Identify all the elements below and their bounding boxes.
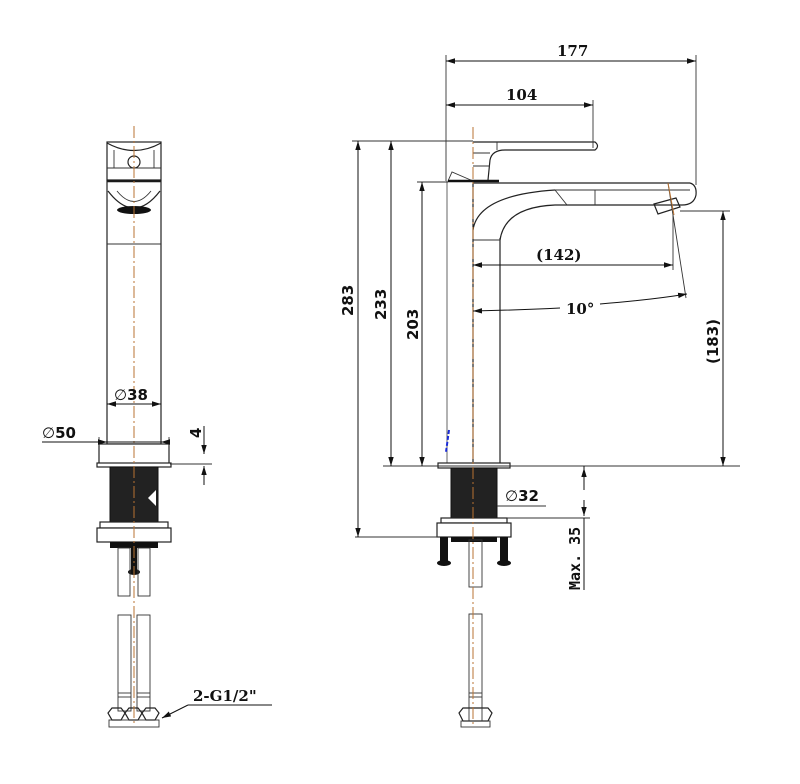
dimension-shank-diameter-32: ∅32 [497,487,546,507]
svg-text:2-G1/2": 2-G1/2" [193,687,257,705]
dimension-diameter-38: ∅38 [107,386,161,407]
side-view: 177 104 283 233 203 (142) [339,42,740,728]
svg-text:177: 177 [557,42,588,60]
svg-text:283: 283 [339,285,357,316]
svg-text:∅38: ∅38 [114,386,148,404]
side-shank [450,467,498,519]
dimension-handle-height-233: 233 [372,141,394,466]
svg-text:10°: 10° [566,300,594,318]
svg-text:∅32: ∅32 [505,487,539,505]
side-spout [472,182,697,241]
svg-text:233: 233 [372,289,390,320]
side-base [437,462,511,469]
dimension-handle-depth-104: 104 [446,86,594,148]
svg-text:(183): (183) [704,319,722,364]
side-hex-nut [458,707,493,722]
blue-mark [445,429,450,453]
dimension-outlet-height-183: (183) [680,210,730,466]
dimension-total-height-283: 283 [339,140,473,537]
svg-text:4: 4 [187,428,205,438]
dimension-total-depth-177: 177 [445,42,697,185]
side-nut [436,522,512,538]
svg-text:203: 203 [404,309,422,340]
dimension-base-thickness-4: 4 [170,426,212,485]
dimension-spout-height-203: 203 [404,181,448,466]
dimension-connector-thread: 2-G1/2" [161,687,272,719]
side-handle [447,141,599,183]
dimension-diameter-50: ∅50 [42,424,170,446]
dimension-spout-reach-142: (142) [473,215,674,270]
front-hex-nuts [107,707,160,728]
front-hose-left [117,614,132,712]
svg-text:104: 104 [506,86,537,104]
svg-text:(142): (142) [536,246,582,264]
dimension-spout-angle-10: 10° [472,292,688,318]
side-hose [468,613,483,709]
dimension-max-counter-35: Max. 35 [566,466,587,590]
svg-text:Max. 35: Max. 35 [566,527,584,590]
front-view: ∅38 ∅50 4 2-G1/2" [42,126,272,728]
svg-text:∅50: ∅50 [42,424,76,442]
